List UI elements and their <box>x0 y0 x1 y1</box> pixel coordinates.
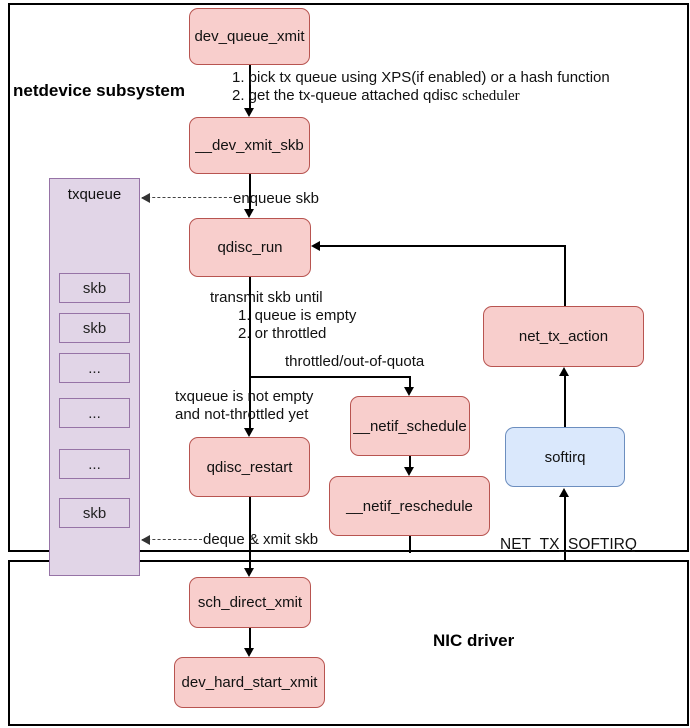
annotation-deque-xmit-skb: deque & xmit skb <box>203 531 319 548</box>
node-dev-xmit-skb: __dev_xmit_skb <box>189 117 310 174</box>
arrowhead-up-icon <box>559 488 569 497</box>
edge-branch-horizontal-line <box>250 376 411 378</box>
edge-nettxaction-to-qdiscrun-line <box>320 245 566 247</box>
annotation-txqueue-not-empty-line1: txqueue is not empty <box>175 388 314 405</box>
txqueue-item-ellipsis: ... <box>59 398 130 428</box>
arrowhead-down-icon <box>244 209 254 218</box>
node-qdisc-run: qdisc_run <box>189 218 311 277</box>
edge-deque-dashed-line <box>142 539 202 540</box>
txqueue-item-skb: skb <box>59 498 130 528</box>
arrowhead-left-icon <box>311 241 320 251</box>
edge-netifschedule-to-reschedule-line <box>409 456 411 467</box>
edge-softirq-to-nettxaction-line <box>564 376 566 427</box>
annotation-pick-queue-line2: 2. get the tx-queue attached qdisc sched… <box>232 87 520 105</box>
arrowhead-down-icon <box>404 467 414 476</box>
edge-reschedule-to-boundary-line <box>409 536 411 553</box>
node-sch-direct-xmit: sch_direct_xmit <box>189 577 311 628</box>
annotation-transmit-until: transmit skb until <box>210 289 323 306</box>
edge-enqueue-dashed-line <box>142 197 232 198</box>
nic-driver-label: NIC driver <box>433 631 515 650</box>
node-softirq: softirq <box>505 427 625 487</box>
edge-schdirect-to-devhard-line <box>249 628 251 648</box>
annotation-pick-queue-line2-sans: 2. get the tx-queue attached qdisc <box>232 87 463 104</box>
annotation-throttled-out-of-quota: throttled/out-of-quota <box>285 353 425 370</box>
arrowhead-left-icon <box>141 535 150 545</box>
txqueue-container: txqueue skb skb ... ... ... skb <box>49 178 140 576</box>
edge-devxmit-to-qdiscrun-line <box>249 174 251 209</box>
edge-qdiscrun-to-qdiscrestart-line <box>249 277 251 428</box>
annotation-net-tx-softirq: NET_TX_SOFTIRQ <box>500 536 637 553</box>
annotation-or-throttled: 2. or throttled <box>238 325 327 342</box>
arrowhead-down-icon <box>244 428 254 437</box>
annotation-txqueue-not-empty-line2: and not-throttled yet <box>175 406 309 423</box>
annotation-queue-empty: 1. queue is empty <box>238 307 357 324</box>
edge-branch-to-netifschedule-line <box>409 376 411 387</box>
node-net-tx-action: net_tx_action <box>483 306 644 367</box>
netdevice-subsystem-box <box>8 3 689 552</box>
arrowhead-down-icon <box>244 568 254 577</box>
edge-nettxaction-up-line <box>564 246 566 306</box>
node-netif-reschedule: __netif_reschedule <box>329 476 490 536</box>
txqueue-item-ellipsis: ... <box>59 353 130 383</box>
arrowhead-up-icon <box>559 367 569 376</box>
annotation-pick-queue-line2-serif: scheduler <box>462 88 520 104</box>
arrowhead-down-icon <box>244 648 254 657</box>
node-netif-schedule: __netif_schedule <box>350 396 470 456</box>
annotation-pick-queue-line1: 1. pick tx queue using XPS(if enabled) o… <box>232 69 610 86</box>
edge-devqueue-to-devxmit-line <box>249 65 251 109</box>
arrowhead-down-icon <box>244 108 254 117</box>
node-qdisc-restart: qdisc_restart <box>189 437 310 497</box>
annotation-enqueue-skb: enqueue skb <box>233 190 319 207</box>
nic-driver-box <box>8 560 689 726</box>
edge-softirqraise-line <box>564 497 566 561</box>
node-dev-hard-start-xmit: dev_hard_start_xmit <box>174 657 325 708</box>
node-dev-queue-xmit: dev_queue_xmit <box>189 8 310 65</box>
txqueue-item-ellipsis: ... <box>59 449 130 479</box>
edge-qdiscrestart-to-schdirect-line <box>249 497 251 568</box>
txqueue-item-skb: skb <box>59 273 130 303</box>
txqueue-title: txqueue <box>67 186 122 203</box>
arrowhead-down-icon <box>404 387 414 396</box>
arrowhead-left-icon <box>141 193 150 203</box>
netdevice-subsystem-label: netdevice subsystem <box>13 81 185 100</box>
txqueue-item-skb: skb <box>59 313 130 343</box>
